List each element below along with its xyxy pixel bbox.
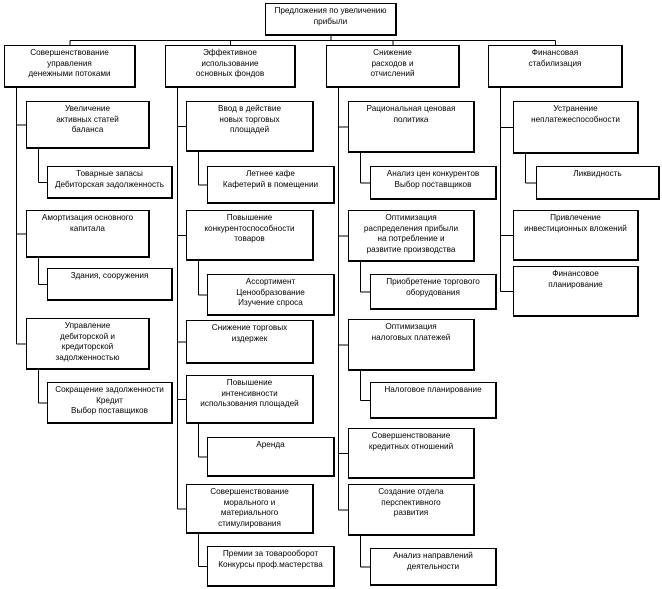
node-tax-planning: Налоговое планирование (370, 382, 497, 419)
node-label: Премии за товарооборот Конкурсы проф.мас… (218, 549, 323, 569)
node-label: Оптимизация распределения прибыли на пот… (363, 213, 459, 254)
node-credit-relations: Совершенствование кредитных отношений (348, 428, 475, 479)
node-new-areas: Ввод в действие новых торговых площадей (186, 101, 314, 152)
node-label: Оптимизация налоговых платежей (371, 322, 451, 342)
node-label: Эффективное использование основных фондо… (195, 48, 265, 78)
node-label: Повышение интенсивности использования пл… (200, 378, 299, 408)
node-competitor-prices: Анализ цен конкурентов Выбор поставщиков (370, 166, 497, 200)
node-investments: Привлечение инвестиционных вложений (513, 210, 639, 261)
node-tax-optimization: Оптимизация налоговых платежей (348, 319, 475, 371)
node-cost-reduction: Снижение торговых издержек (186, 320, 314, 364)
node-profit-distribution: Оптимизация распределения прибыли на пот… (348, 210, 475, 262)
node-bonuses: Премии за товарооборот Конкурсы проф.мас… (207, 546, 335, 587)
node-label: Устранение неплатежеспособности (531, 104, 620, 124)
node-fixed-assets: Эффективное использование основных фондо… (165, 45, 296, 88)
node-label: Увеличение активных статей баланса (56, 104, 119, 134)
node-motivation: Совершенствование морального и материаль… (186, 484, 314, 534)
node-label: Снижение расходов и отчислений (370, 48, 415, 78)
node-label: Амортизация основного капитала (41, 213, 134, 233)
node-label: Совершенствование управления денежными п… (28, 48, 111, 78)
node-area-intensity: Повышение интенсивности использования пл… (186, 375, 314, 424)
root-node-label: Предложения по увеличению прибыли (274, 6, 387, 26)
node-activity-analysis: Анализ направлений деятельности (370, 548, 497, 586)
node-development-dept: Создание отдела перспективного развития (348, 484, 475, 536)
node-label: Налоговое планирование (384, 385, 482, 394)
node-label: Совершенствование морального и материаль… (210, 487, 289, 528)
node-competitiveness: Повышение конкурентоспособности товаров (186, 210, 314, 261)
node-debt-management: Управление дебиторской и кредиторской за… (26, 318, 150, 370)
node-financial-stabilization: Финансовая стабилизация (488, 45, 623, 88)
node-label: Ввод в действие новых торговых площадей (218, 104, 281, 134)
node-label: Снижение торговых издержек (211, 323, 288, 343)
node-label: Анализ цен конкурентов Выбор поставщиков (386, 169, 480, 189)
node-cafe: Летнее кафе Кафетерий в помещении (207, 166, 335, 204)
node-pricing-policy: Рациональная ценовая политика (348, 101, 475, 153)
node-depreciation: Амортизация основного капитала (26, 210, 150, 258)
node-insolvency: Устранение неплатежеспособности (513, 101, 639, 154)
node-label: Создание отдела перспективного развития (378, 487, 444, 517)
node-rent: Аренда (207, 437, 335, 477)
node-label: Анализ направлений деятельности (393, 551, 473, 571)
node-label: Ликвидность (573, 169, 622, 178)
node-cash-flow: Совершенствование управления денежными п… (4, 45, 136, 88)
node-label: Товарные запасы Дебиторская задолженност… (54, 169, 165, 189)
node-label: Аренда (256, 440, 285, 449)
node-label: Летнее кафе Кафетерий в помещении (222, 169, 319, 189)
root-node: Предложения по увеличению прибыли (265, 3, 397, 36)
node-label: Сокращение задолженности Кредит Выбор по… (55, 385, 164, 415)
node-active-balance: Увеличение активных статей баланса (26, 101, 150, 149)
node-label: Управление дебиторской и кредиторской за… (55, 321, 120, 362)
node-inventory-receivables: Товарные запасы Дебиторская задолженност… (47, 166, 173, 199)
node-buildings: Здания, сооружения (47, 268, 173, 301)
node-assortment: Ассортимент Ценообразование Изучение спр… (207, 274, 335, 316)
node-label: Здания, сооружения (70, 271, 149, 280)
node-label: Финансовое планирование (548, 269, 603, 289)
node-financial-planning: Финансовое планирование (513, 266, 639, 317)
node-liquidity: Ликвидность (536, 166, 660, 200)
node-label: Повышение конкурентоспособности товаров (204, 213, 295, 243)
node-label: Привлечение инвестиционных вложений (524, 213, 627, 233)
node-label: Совершенствование кредитных отношений (368, 431, 454, 451)
node-equipment: Приобретение торгового оборудования (370, 274, 497, 310)
node-label: Приобретение торгового оборудования (386, 277, 480, 297)
node-debt-reduction: Сокращение задолженности Кредит Выбор по… (47, 382, 173, 424)
node-label: Финансовая стабилизация (528, 48, 582, 68)
node-label: Рациональная ценовая политика (366, 104, 456, 124)
node-expense-reduction: Снижение расходов и отчислений (326, 45, 460, 88)
node-label: Ассортимент Ценообразование Изучение спр… (236, 277, 305, 307)
